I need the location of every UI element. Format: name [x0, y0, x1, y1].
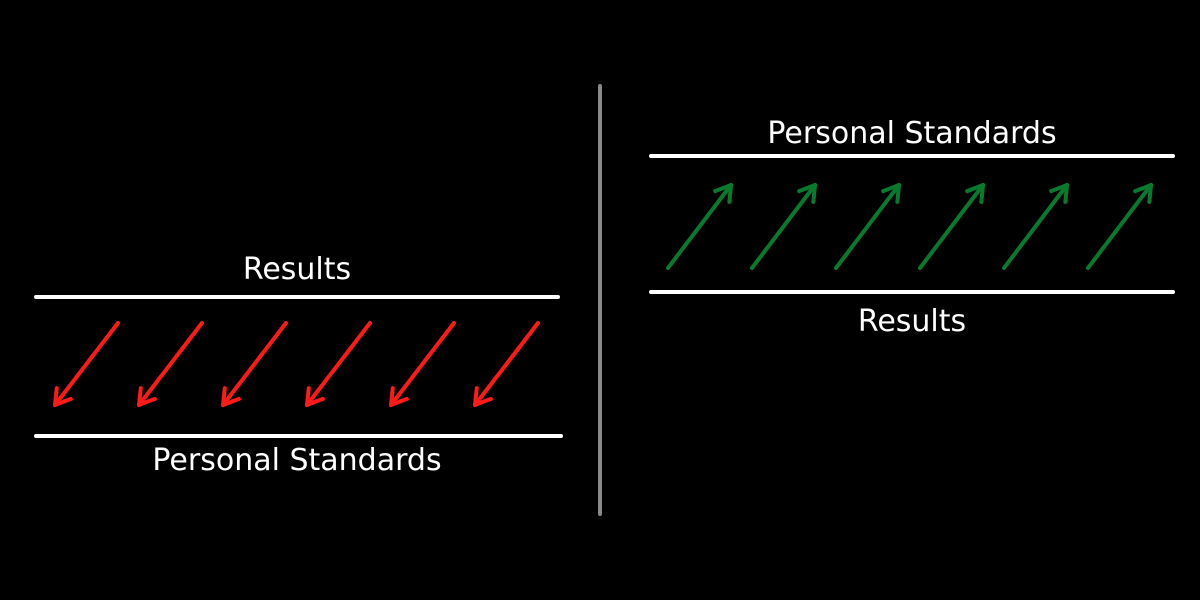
up-right-arrow-icon — [1002, 183, 1069, 270]
down-left-arrow-icon — [53, 321, 120, 407]
down-left-arrow-icon — [389, 321, 456, 407]
down-left-arrow-icon — [305, 321, 372, 407]
left-bottom-line — [34, 434, 563, 438]
center-divider — [598, 84, 602, 516]
left-top-line — [34, 295, 560, 299]
up-right-arrow-icon — [834, 183, 901, 270]
right-top-line — [649, 154, 1175, 158]
right-bottom-line — [649, 290, 1175, 294]
down-left-arrow-icon — [221, 321, 288, 407]
down-left-arrow-icon — [473, 321, 540, 407]
up-right-arrow-icon — [918, 183, 985, 270]
left-bottom-label: Personal Standards — [152, 443, 442, 478]
up-right-arrow-icon — [750, 183, 817, 270]
right-bottom-label: Results — [857, 304, 967, 339]
down-left-arrow-icon — [137, 321, 204, 407]
up-right-arrow-icon — [1086, 183, 1153, 270]
right-top-label: Personal Standards — [767, 116, 1057, 151]
left-top-label: Results — [242, 252, 352, 287]
up-right-arrow-icon — [666, 183, 733, 270]
